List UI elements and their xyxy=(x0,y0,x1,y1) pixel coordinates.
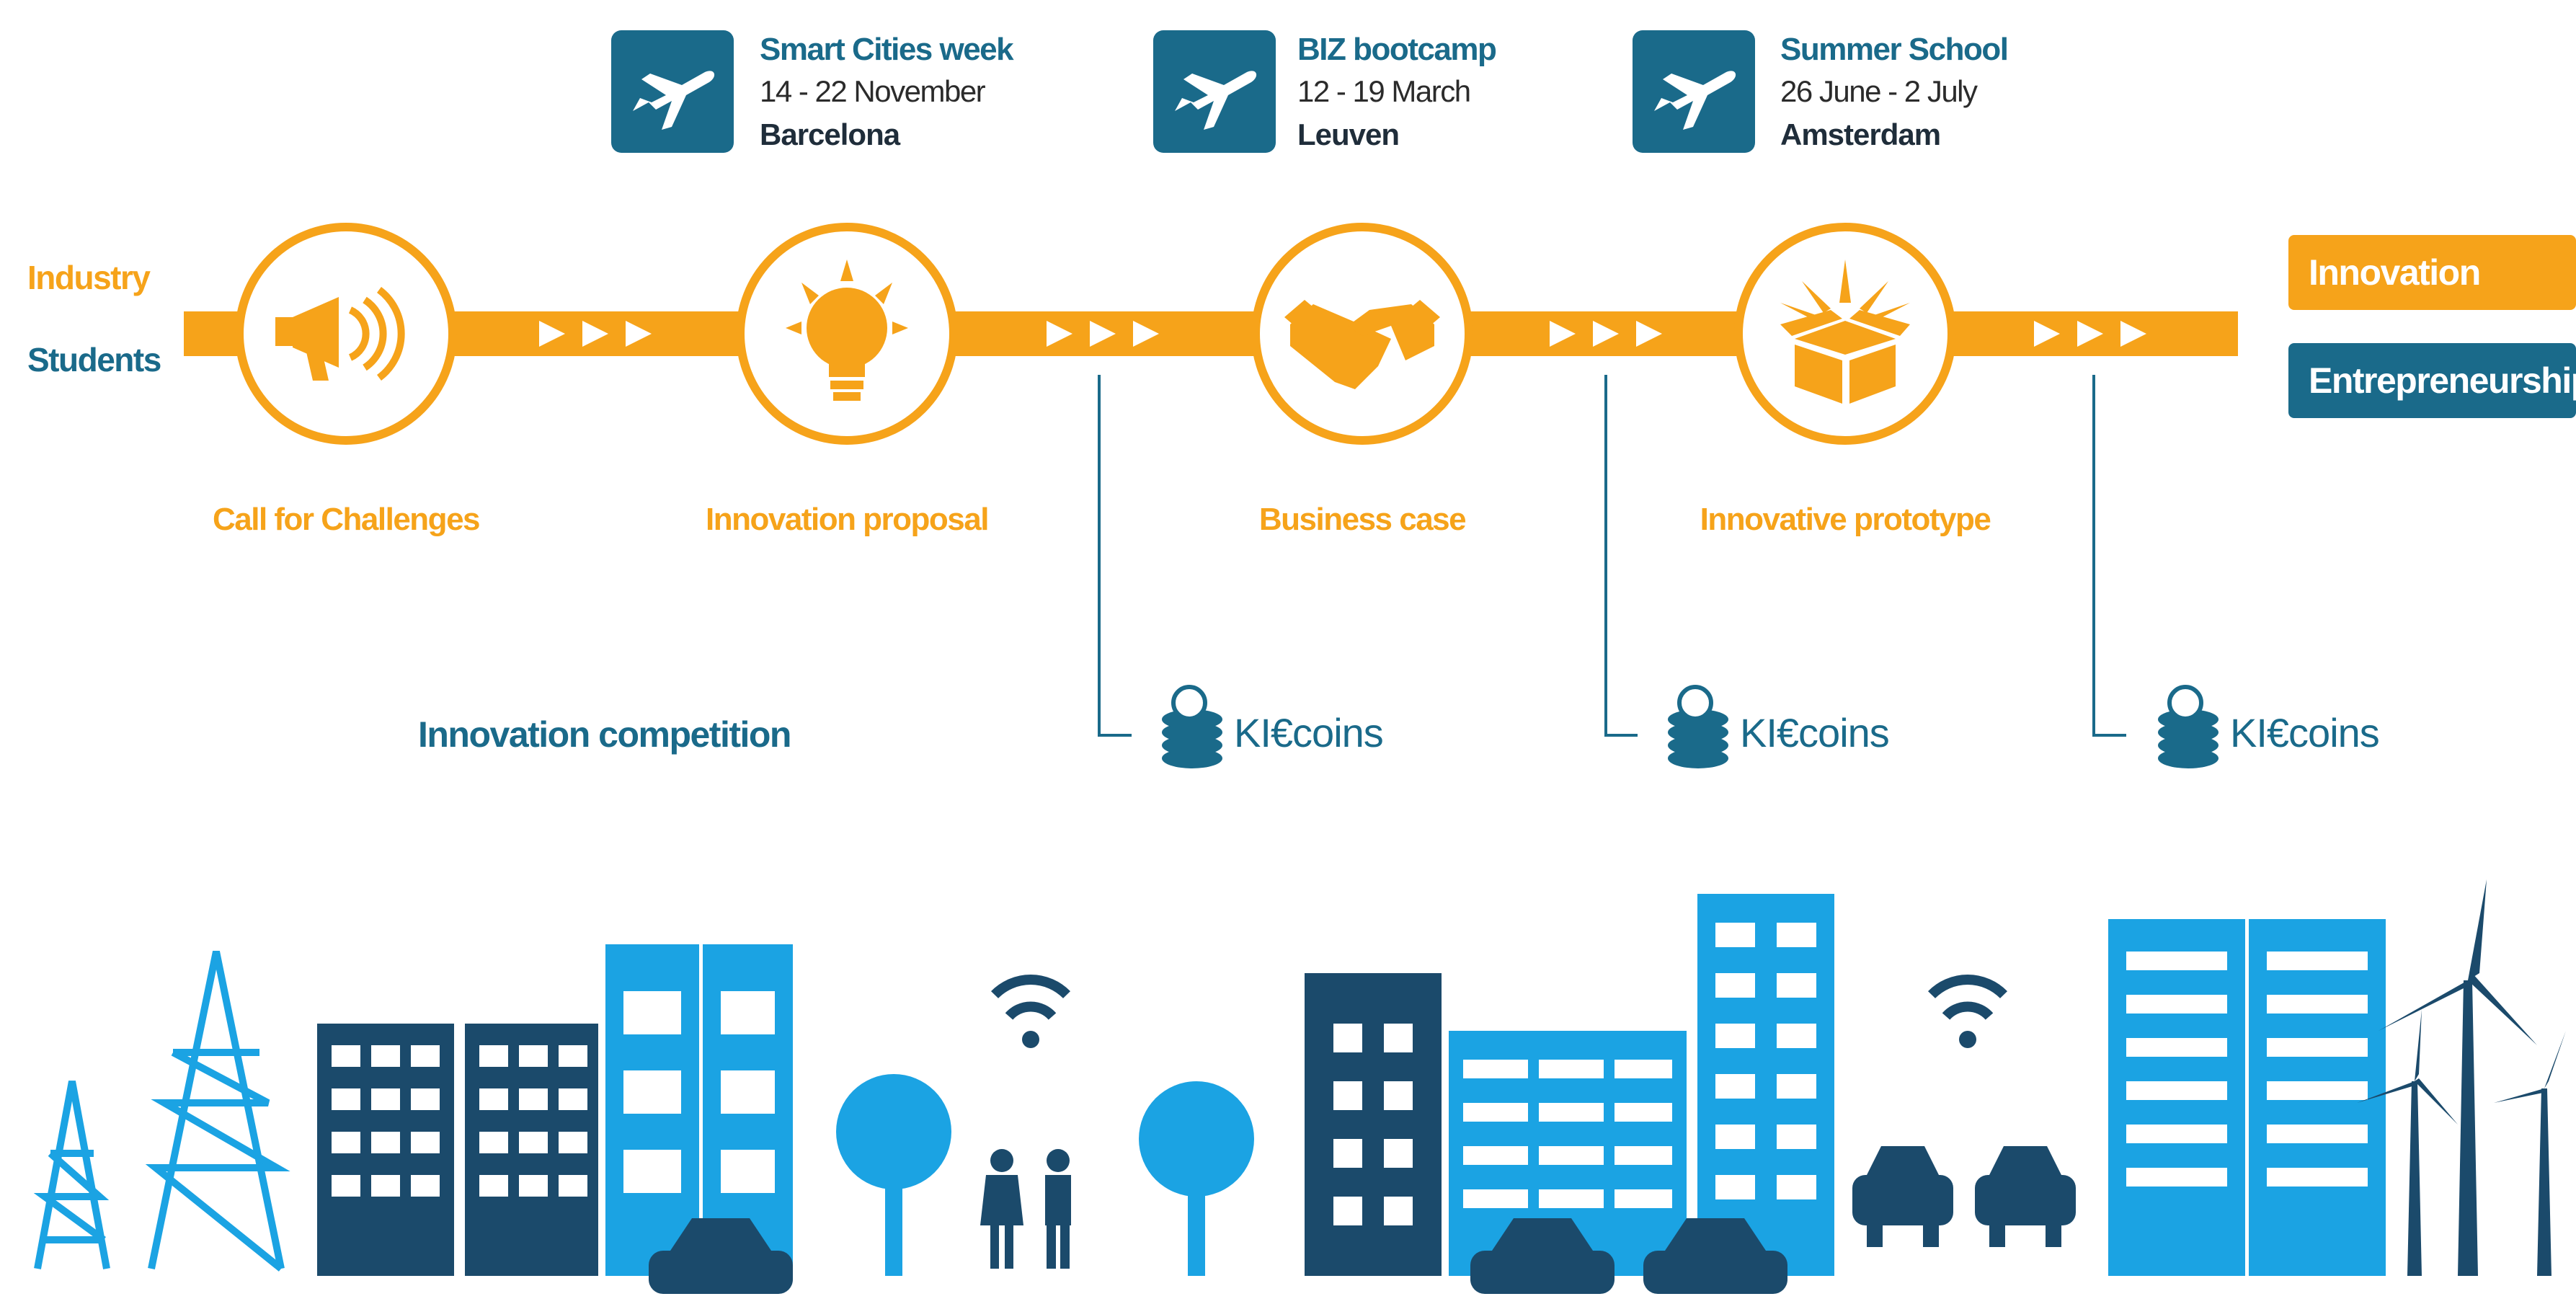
stage-label: Business case xyxy=(1258,502,1467,537)
stage-circle xyxy=(736,223,958,445)
coins-label: KI€coins xyxy=(1740,710,1890,755)
event-location: Barcelona xyxy=(760,117,900,151)
stage-label: Innovative prototype xyxy=(1700,502,1991,537)
stage-label: Innovation proposal xyxy=(706,502,989,537)
airplane-icon xyxy=(1633,30,1755,153)
event-dates: 14 - 22 November xyxy=(760,74,986,108)
window-grid xyxy=(332,923,2368,1225)
event-title: Summer School xyxy=(1780,32,2009,67)
coin-connectors xyxy=(1098,375,2126,737)
airplane-icon xyxy=(1153,30,1276,153)
wifi-icon xyxy=(1928,974,2007,1020)
track-arrows xyxy=(539,321,2146,347)
megaphone-icon xyxy=(275,286,405,381)
car-icon xyxy=(649,1146,2076,1294)
coin-stack-icon xyxy=(2158,685,2219,768)
city-skyline-illustration xyxy=(33,879,2566,1294)
innovation-pill: Innovation xyxy=(2288,235,2576,310)
tree-icon xyxy=(836,1074,1254,1276)
people-icon xyxy=(980,1149,1071,1269)
competition-label: Innovation competition xyxy=(418,714,791,755)
lightbulb-icon xyxy=(786,260,908,401)
event-title: BIZ bootcamp xyxy=(1297,32,1497,67)
stage-circle xyxy=(1734,223,1956,445)
industry-label: Industry xyxy=(27,259,151,296)
wind-turbine-icon xyxy=(2357,879,2566,1276)
stage-circle xyxy=(1251,223,1473,445)
event-title: Smart Cities week xyxy=(760,32,1014,67)
stage-label: Call for Challenges xyxy=(212,502,481,537)
wifi-icon xyxy=(991,974,1070,1020)
entrepreneurship-pill: Entrepreneurship xyxy=(2288,343,2576,418)
coin-stack-icon xyxy=(1668,685,1728,768)
handshake-icon xyxy=(1284,300,1440,389)
event-location: Amsterdam xyxy=(1780,117,1941,151)
coin-stack-icon xyxy=(1162,685,1222,768)
box-icon xyxy=(1780,260,1910,404)
coins-label: KI€coins xyxy=(1234,710,1384,755)
event-dates: 12 - 19 March xyxy=(1297,74,1471,108)
event-dates: 26 June - 2 July xyxy=(1780,74,1978,108)
stage-circle xyxy=(235,223,457,445)
students-label: Students xyxy=(27,341,161,378)
pylon-icon xyxy=(33,950,290,1272)
event-location: Leuven xyxy=(1297,117,1400,151)
coins-label: KI€coins xyxy=(2230,710,2380,755)
airplane-icon xyxy=(611,30,734,153)
